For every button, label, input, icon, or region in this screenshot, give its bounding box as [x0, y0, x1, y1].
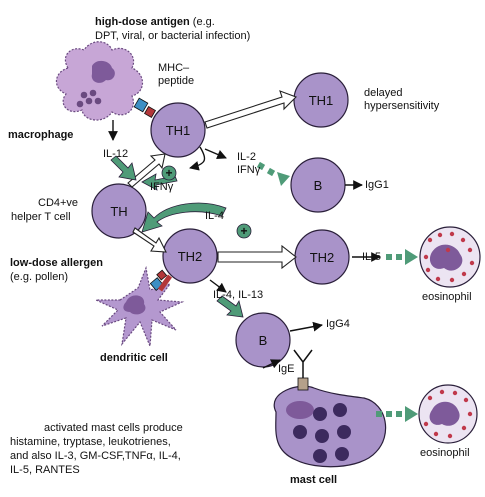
mhc-label-2: peptide: [158, 75, 195, 87]
th2-cell-main: TH2: [162, 228, 218, 284]
ifng-label-2: IFNγ: [237, 164, 261, 176]
th1-cell-main: TH1: [150, 102, 206, 158]
plus-indicator-1: +: [161, 165, 177, 181]
th1-right-label: TH1: [309, 93, 334, 108]
eosinophil-label-2: eosinophil: [420, 447, 470, 459]
svg-text:+: +: [165, 166, 172, 180]
b-cell-top: B: [290, 157, 346, 213]
mhc-label-1: MHC–: [158, 62, 190, 74]
green-arrow-il4: [141, 202, 227, 233]
b-top-label: B: [314, 178, 323, 193]
low-dose-label-1: low-dose allergen: [10, 257, 103, 269]
eosinophil-top: [419, 226, 481, 288]
ifng-label-1: IFNγ: [150, 181, 174, 193]
dendritic-cell-label: dendritic cell: [100, 352, 168, 364]
mast-note-1: activated mast cells produce: [44, 422, 183, 434]
green-arrow-il4-il13: [216, 295, 244, 318]
black-arrows: [108, 120, 381, 369]
eosinophil-label-1: eosinophil: [422, 291, 472, 303]
b-bottom-label: B: [259, 333, 268, 348]
il5-label: IL-5: [362, 251, 381, 263]
arrow-th-to-th2: [132, 227, 167, 253]
ige-label: IgE: [278, 363, 295, 375]
th-helper-cell: TH: [91, 183, 147, 239]
macrophage-cell: [55, 41, 144, 121]
arrow-th-to-th1: [127, 153, 166, 188]
il4-il13-label: IL-4, IL-13: [213, 289, 264, 301]
th2-main-label: TH2: [178, 249, 203, 264]
th2-receptor: [157, 274, 173, 292]
il12-label: IL-12: [103, 148, 129, 160]
high-dose-antigen-label: high-dose antigen (e.g.: [95, 16, 215, 28]
dashed-arrow-to-b-top: [277, 172, 290, 186]
mast-note-4: IL-5, RANTES: [10, 464, 80, 476]
mast-note-3: and also IL-3, GM-CSF,TNFα, IL-4,: [10, 450, 181, 462]
th-helper-label: TH: [110, 204, 127, 219]
th2-right-label: TH2: [310, 250, 335, 265]
th1-main-label: TH1: [166, 123, 191, 138]
delayed-label-2: hypersensitivity: [364, 100, 440, 112]
b-cell-bottom: B: [235, 312, 291, 368]
cd4-label-1: CD4+ve: [38, 197, 79, 209]
arrow-th2-to-th2: [217, 244, 297, 270]
plus-indicator-2: +: [236, 223, 252, 239]
th1-cell-right: TH1: [293, 72, 349, 128]
il4-top-label: IL-4: [205, 210, 224, 222]
dashed-green-arrows: [256, 161, 418, 422]
mast-cell: [273, 349, 387, 468]
svg-text:+: +: [240, 224, 247, 238]
dashed-arrow-mast-to-eos: [405, 406, 418, 422]
igg4-label: IgG4: [326, 318, 350, 330]
hollow-arrows: [127, 90, 297, 270]
low-dose-label-2: (e.g. pollen): [10, 271, 69, 283]
mast-cell-label: mast cell: [290, 474, 338, 486]
macrophage-label: macrophage: [8, 129, 74, 141]
dashed-arrow-il5: [405, 249, 418, 265]
eosinophil-bottom: [418, 384, 478, 444]
igg1-label: IgG1: [365, 179, 389, 191]
th2-cell-right: TH2: [294, 229, 350, 285]
arrow-th1-to-th1: [204, 90, 297, 129]
green-arrow-il12: [110, 155, 137, 181]
mast-note-2: histamine, tryptase, leukotrienes,: [10, 436, 171, 448]
mhc-peptide-complex: [133, 97, 157, 119]
il2-label: IL-2: [237, 151, 256, 163]
cd4-label-2: helper T cell: [11, 211, 71, 223]
high-dose-examples-label: DPT, viral, or bacterial infection): [95, 30, 251, 42]
delayed-label-1: delayed: [364, 87, 403, 99]
